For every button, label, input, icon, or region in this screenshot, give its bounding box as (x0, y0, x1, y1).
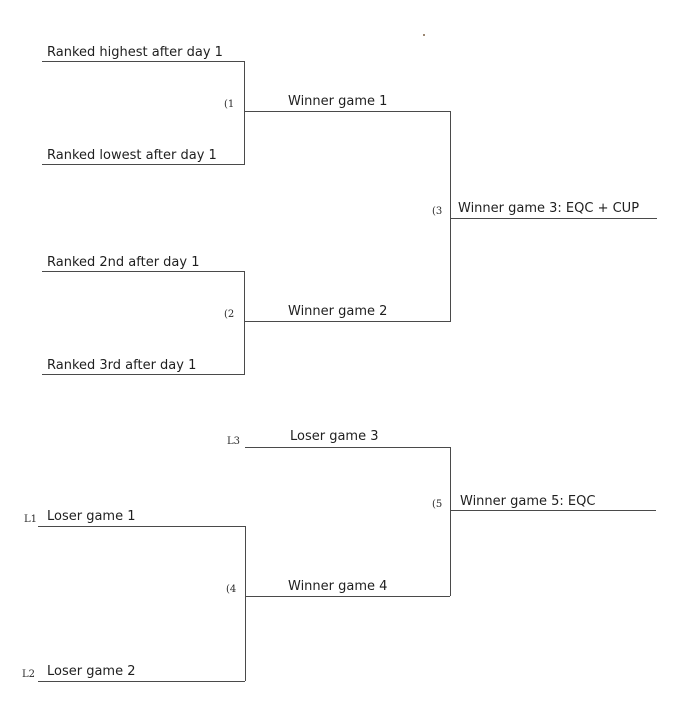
winner-game2-line (244, 321, 450, 322)
loser-game1-tag: L1 (24, 514, 38, 525)
loser-game2-tag: L2 (22, 669, 36, 680)
game1-connector-line (244, 61, 245, 165)
game3-number-tag: (3 (432, 206, 443, 217)
print-artifact-dot (423, 34, 425, 36)
winner-game1-line (244, 111, 450, 112)
game2-number-tag: (2 (224, 309, 235, 320)
game2-connector-line (244, 271, 245, 375)
game1-number-tag: (1 (224, 99, 235, 110)
winner-game3-line (450, 218, 657, 219)
seed-ranked-2nd-label: Ranked 2nd after day 1 (47, 255, 200, 270)
seed-ranked-lowest-label: Ranked lowest after day 1 (47, 148, 217, 163)
game4-number-tag: (4 (226, 584, 237, 595)
winner-game1-label: Winner game 1 (288, 94, 388, 109)
game4-connector-line (245, 526, 246, 681)
loser-game2-label: Loser game 2 (47, 664, 136, 679)
loser-game3-tag: L3 (227, 436, 241, 447)
winner-game3-label: Winner game 3: EQC + CUP (458, 201, 640, 216)
loser-game3-label: Loser game 3 (290, 429, 379, 444)
loser-game3-line (245, 447, 450, 448)
seed-ranked-3rd-line (42, 374, 244, 375)
loser-game2-line (38, 681, 245, 682)
winner-game2-label: Winner game 2 (288, 304, 388, 319)
seed-ranked-2nd-line (42, 271, 244, 272)
game5-connector-line (450, 447, 451, 596)
winner-game4-label: Winner game 4 (288, 579, 388, 594)
seed-ranked-highest-label: Ranked highest after day 1 (47, 45, 223, 60)
winner-game5-line (450, 510, 656, 511)
seed-ranked-3rd-label: Ranked 3rd after day 1 (47, 358, 197, 373)
winner-game5-label: Winner game 5: EQC (460, 494, 596, 509)
game5-number-tag: (5 (432, 499, 443, 510)
loser-game1-line (38, 526, 245, 527)
game3-connector-line (450, 111, 451, 322)
seed-ranked-highest-line (42, 61, 244, 62)
winner-game4-line (245, 596, 450, 597)
seed-ranked-lowest-line (42, 164, 244, 165)
loser-game1-label: Loser game 1 (47, 509, 136, 524)
